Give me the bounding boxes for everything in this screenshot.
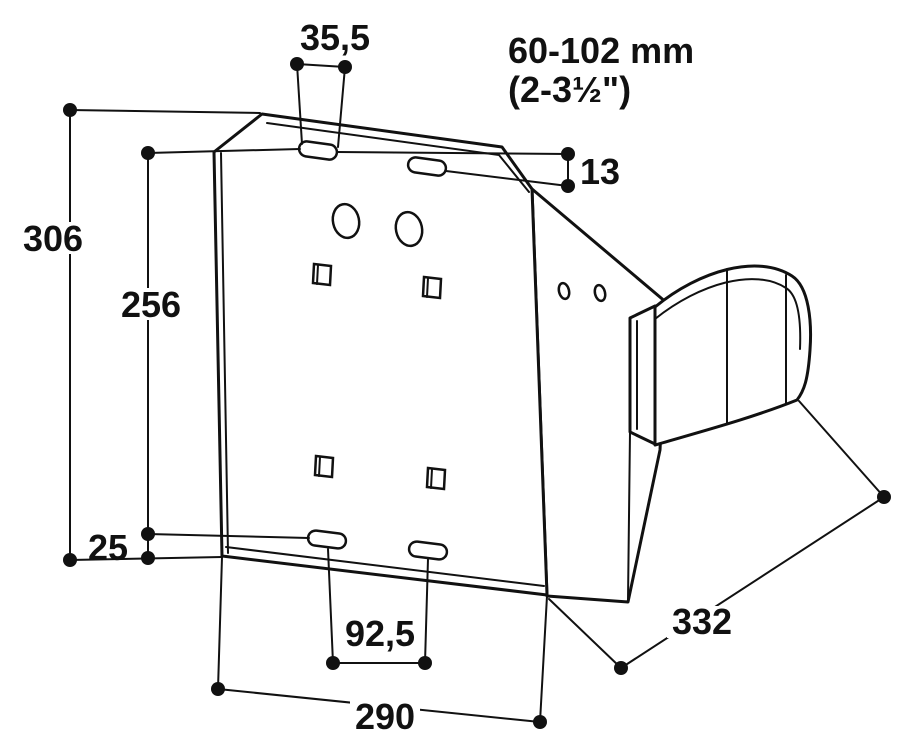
extension-line [336,151,569,155]
dim-overall-height: 306 [18,103,261,567]
dim-slot-offset: 13 [336,147,620,193]
label-mask [350,700,420,732]
label-mask [667,606,737,638]
mounting-slot-top-left [297,140,339,161]
dim-overall-width-label: 290 [355,696,415,737]
pole-range-inch-label: (2-3½") [508,69,631,110]
plate-bottom-hem [225,546,545,587]
extension-line [548,598,622,669]
dim-point [211,682,225,696]
dim-point [141,146,155,160]
square-hole-top-left [311,262,333,287]
mounting-plate [212,112,549,597]
extension-line [147,533,310,539]
square-hole-top-right [421,275,443,300]
extension-line [539,595,548,723]
dim-line [620,496,885,669]
extension-line [147,148,301,154]
extension-line [69,109,261,114]
dim-point [561,147,575,161]
round-hole-left [331,202,361,240]
dim-slot-offset-label: 13 [580,151,620,192]
dim-point [141,551,155,565]
dim-point [561,179,575,193]
square-hole-side [316,264,319,285]
dim-top-slot-spacing-label: 35,5 [300,17,370,58]
dim-point [63,103,77,117]
dim-inner-height: 256 [116,146,301,541]
clamp-band-inner-edge [654,278,802,350]
square-hole-side [426,277,429,298]
flange-hole-right [593,283,607,303]
clamp-band-group [627,264,813,601]
dim-top-slot-spacing: 35,5 [290,17,370,148]
square-hole-outline [421,275,443,300]
plate-left-hem [220,152,229,554]
dim-overall-width: 290 [211,556,548,737]
dim-bottom-slot-spacing-label: 92,5 [345,613,415,654]
mounting-slot-top-right [406,156,448,177]
extension-line [217,556,223,690]
flange-hole-left [557,281,571,301]
dim-point [326,656,340,670]
label-mask [116,288,186,320]
dim-bottom-offset: 25 [88,527,310,568]
extension-line [798,400,885,498]
label-mask [18,222,88,254]
pole-range-mm-label: 60-102 mm [508,30,694,71]
dim-inner-height-label: 256 [121,284,181,325]
flange-tail-edge [627,431,631,601]
dim-bottom-slot-spacing: 92,5 [326,548,432,670]
dim-depth-label: 332 [672,601,732,642]
square-hole-outline [425,466,447,491]
dim-point [338,60,352,74]
square-hole-side [430,468,433,489]
mounting-slot-bottom-right [407,540,449,561]
square-hole-bottom-right [425,466,447,491]
dim-point [418,656,432,670]
extension-line [424,558,429,664]
dim-line [296,63,346,68]
clamp-band-front-face [628,304,657,446]
extension-line [327,548,334,664]
dim-point [614,661,628,675]
round-hole-right [394,210,424,248]
dim-point [877,490,891,504]
dim-point [63,553,77,567]
mounting-slot-bottom-left [306,529,348,550]
square-hole-side [318,456,321,477]
square-hole-outline [313,454,335,479]
square-hole-outline [311,262,333,287]
dim-depth: 332 [548,400,891,675]
extension-line [337,66,346,148]
dim-point [290,57,304,71]
dim-point [533,715,547,729]
square-hole-bottom-left [313,454,335,479]
extension-line [296,63,303,145]
extension-line [445,170,569,187]
dim-bottom-offset-label: 25 [88,527,128,568]
dim-overall-height-label: 306 [23,218,83,259]
pole-diameter-note: 60-102 mm (2-3½") [508,30,694,110]
clamp-band [653,264,813,447]
